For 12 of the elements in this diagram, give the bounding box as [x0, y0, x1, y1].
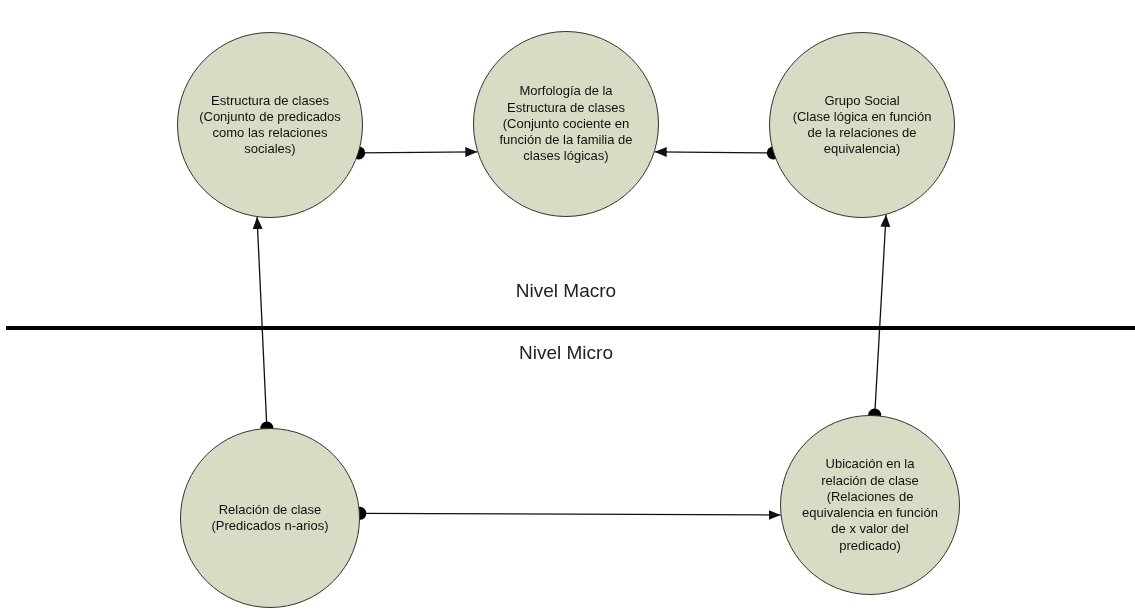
node-title: Grupo Social: [824, 92, 900, 109]
node-description: (Conjunto cociente en función de la familia de clases lógicas): [498, 115, 634, 165]
node-description: (Predicados n-arios): [211, 518, 329, 535]
node-title: Relación de clase: [218, 501, 322, 518]
node-title: Ubicación en la relación de clase: [820, 456, 920, 489]
level-label: Nivel Micro: [519, 342, 613, 364]
node-title: Morfología de la Estructura de clases: [506, 83, 626, 116]
node-description: (Clase lógica en función de la relaciones de equivalencia): [791, 108, 933, 158]
node-description: (Conjunto de predicados como las relaciones sociales): [198, 108, 342, 158]
level-label: Nivel Macro: [515, 280, 617, 302]
node-title: Estructura de clases: [211, 92, 329, 109]
node-description: (Relaciones de equivalencia en función de x valor del predicado): [801, 488, 939, 554]
